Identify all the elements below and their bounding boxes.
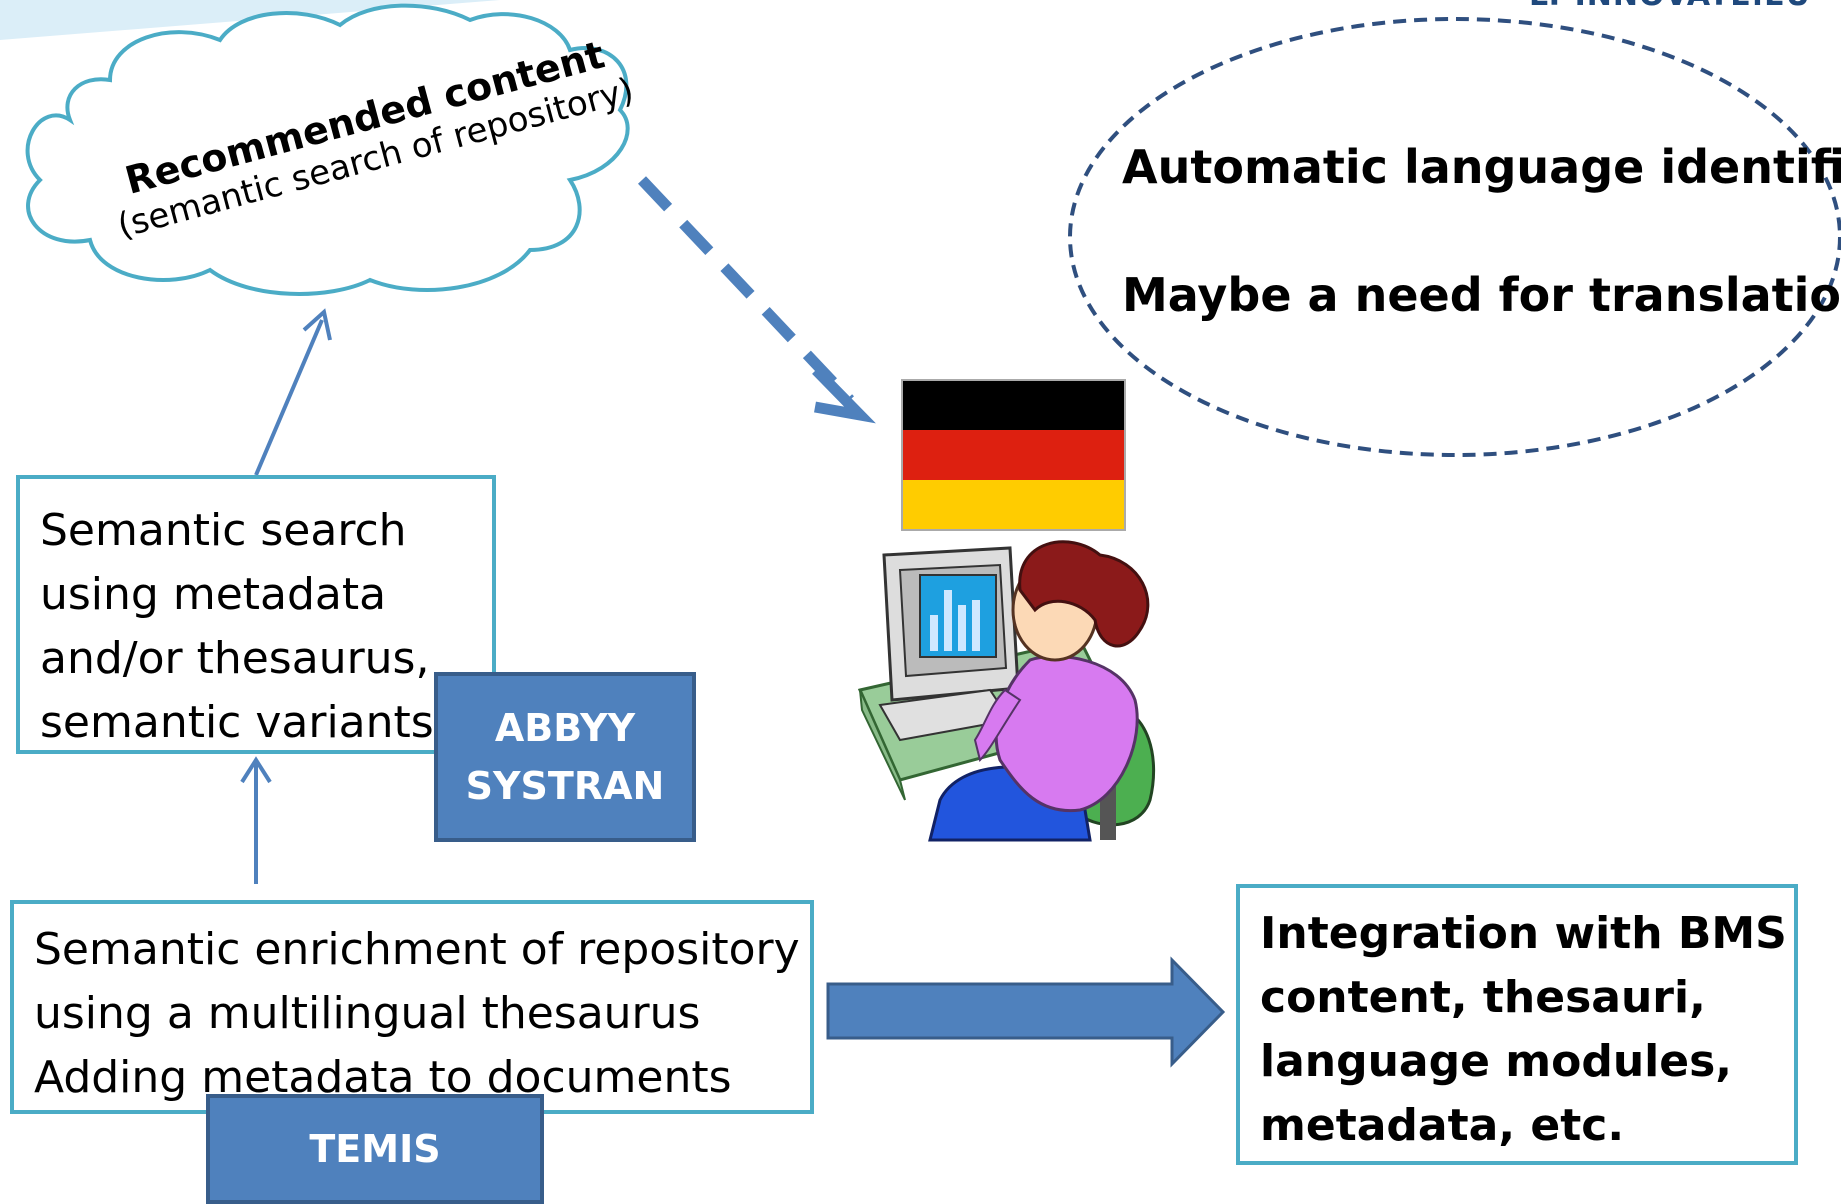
abbyy-label: ABBYY: [494, 706, 636, 750]
integration-line: Integration with BMS: [1260, 908, 1787, 959]
semantic-search-line: semantic variants: [40, 697, 434, 748]
semantic-search-line: Semantic search: [40, 505, 407, 556]
arrow-search-to-cloud: [254, 319, 324, 476]
semantic-search-box: Semantic search using metadata and/or th…: [16, 475, 496, 754]
semantic-search-line: and/or thesaurus,: [40, 633, 430, 684]
translation-question-label: Maybe a need for translation?: [1122, 268, 1841, 322]
dashed-arrow-cloud-to-user-head: [812, 366, 876, 424]
temis-tag: TEMIS: [206, 1094, 544, 1204]
arrow-search-to-cloud-head: [302, 308, 332, 341]
block-arrow-to-integration: [826, 956, 1226, 1068]
cloud-shape: [25, 3, 630, 296]
integration-line: content, thesauri,: [1260, 972, 1706, 1023]
logo-text: LT-INNOVATE.EU: [1529, 0, 1811, 13]
dashed-ellipse: [1068, 17, 1841, 457]
arrow-enrichment-to-search-head: [240, 756, 272, 784]
enrichment-line: using a multilingual thesaurus: [34, 988, 701, 1039]
semantic-search-line: using metadata: [40, 569, 387, 620]
integration-box: Integration with BMS content, thesauri, …: [1236, 884, 1798, 1165]
user-at-computer-illustration: [857, 540, 1156, 842]
dashed-arrow-cloud-to-user: [638, 176, 854, 404]
abbyy-systran-tag: ABBYY SYSTRAN: [434, 672, 696, 842]
integration-line: language modules,: [1260, 1036, 1732, 1087]
semantic-enrichment-box: Semantic enrichment of repository using …: [10, 900, 814, 1114]
enrichment-line: Semantic enrichment of repository: [34, 924, 800, 975]
temis-label: TEMIS: [309, 1127, 441, 1171]
german-flag: [901, 379, 1126, 531]
language-identifier-label: Automatic language identifier: [1122, 140, 1841, 194]
systran-label: SYSTRAN: [465, 764, 665, 808]
integration-line: metadata, etc.: [1260, 1100, 1625, 1151]
